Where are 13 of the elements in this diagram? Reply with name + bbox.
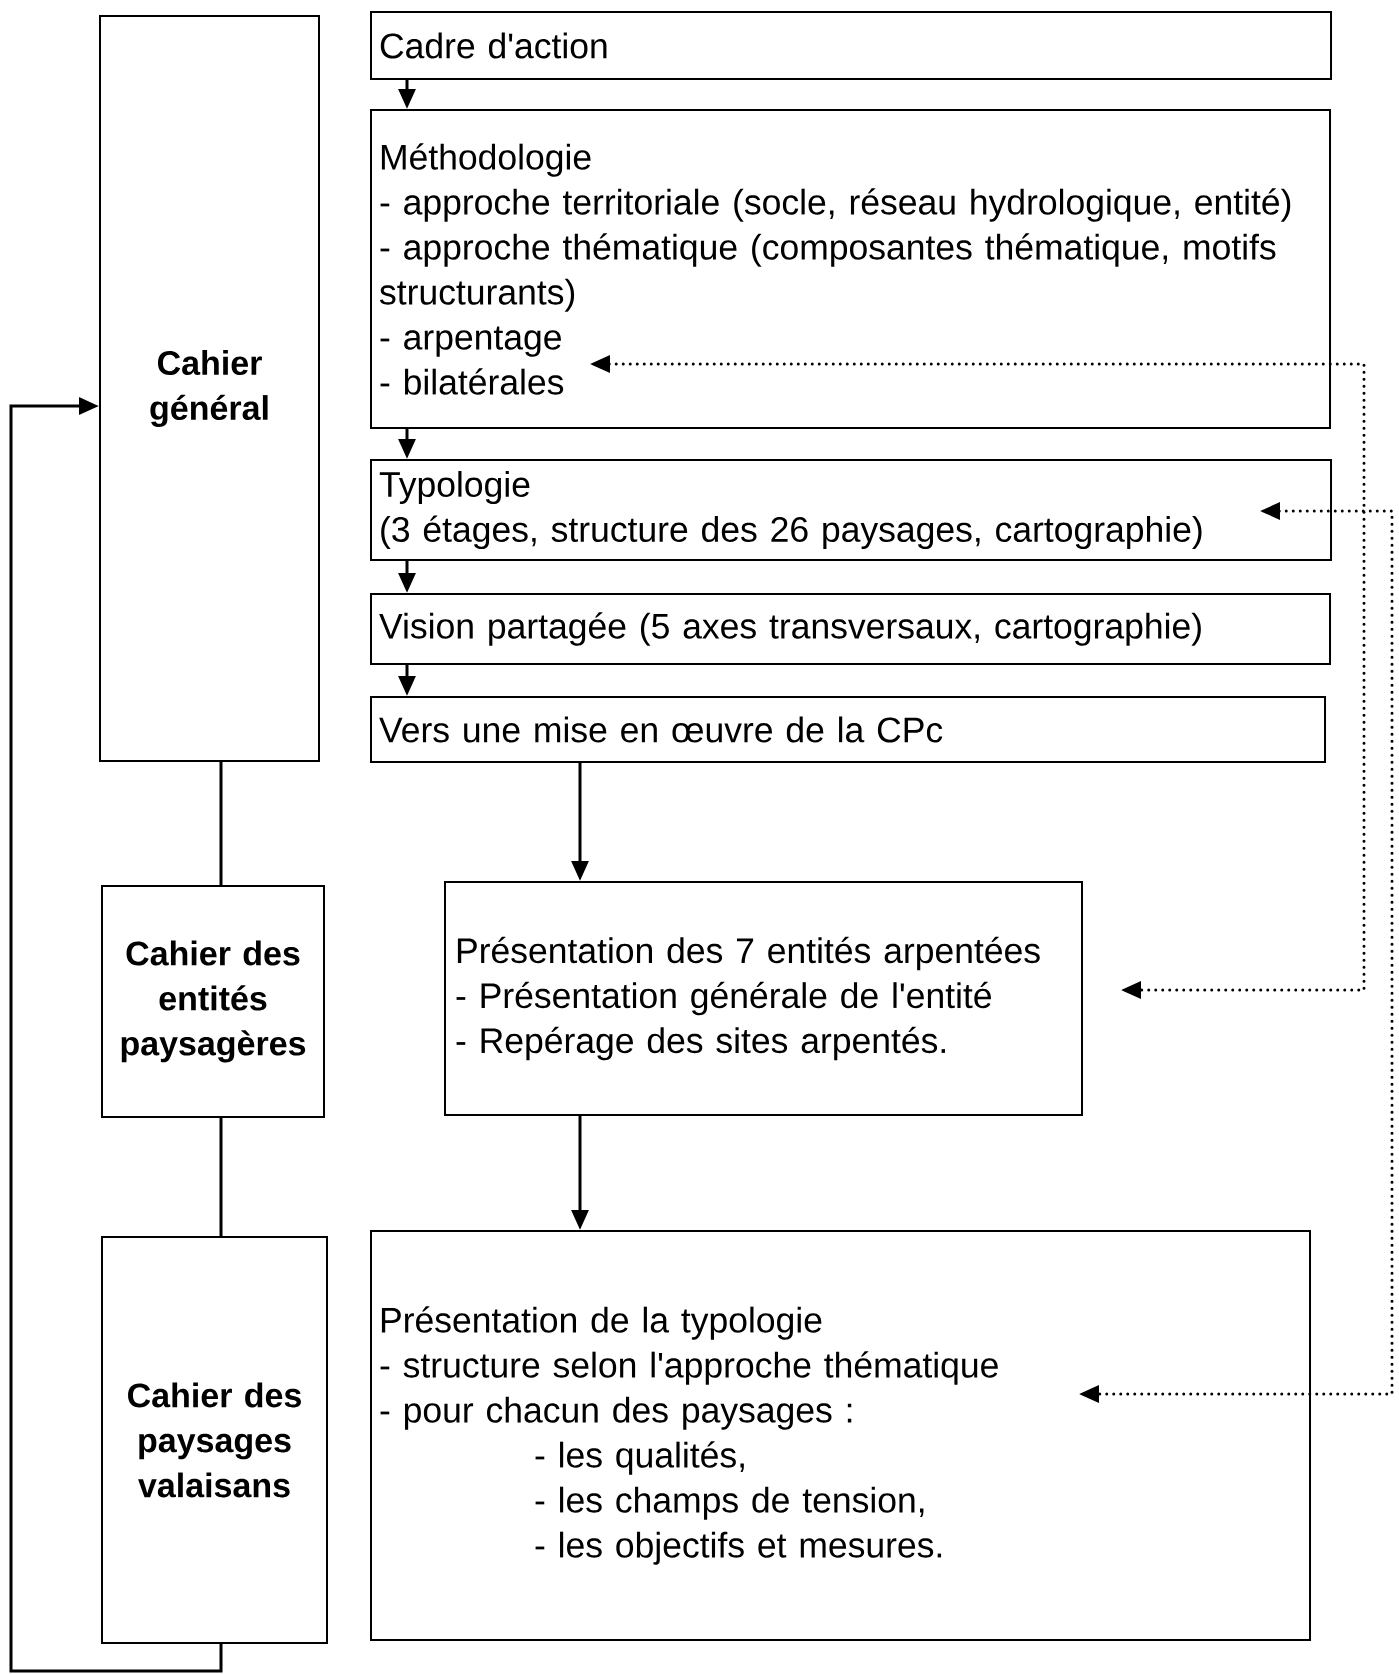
arrow <box>9 397 223 1673</box>
process-box: Méthodologie - approche territoriale (socle, réseau hydrologique, entité) - approche thématique (composantes thématique, motifs structurants) - arpentage - bilatérales <box>370 109 1331 429</box>
process-box: Vers une mise en œuvre de la CPc <box>370 696 1326 763</box>
process-box: Typologie (3 étages, structure des 26 paysages, cartographie) <box>370 459 1332 561</box>
process-box: Cadre d'action <box>370 11 1332 80</box>
process-box: Présentation des 7 entités arpentées - Présentation générale de l'entité - Repérage des sites arpentés. <box>444 881 1083 1116</box>
process-box: Présentation de la typologie - structure selon l'approche thématique - pour chacun des paysages : - les qualités, - les champs de tension, - les objectifs et mesures. <box>370 1230 1311 1641</box>
connector-line <box>219 1118 223 1236</box>
section-box: Cahier général <box>99 15 320 762</box>
section-box: Cahier des entités paysagères <box>101 885 325 1118</box>
connector-line <box>219 762 223 885</box>
section-box: Cahier des paysages valaisans <box>101 1236 328 1644</box>
process-box: Vision partagée (5 axes transversaux, cartographie) <box>370 593 1331 665</box>
